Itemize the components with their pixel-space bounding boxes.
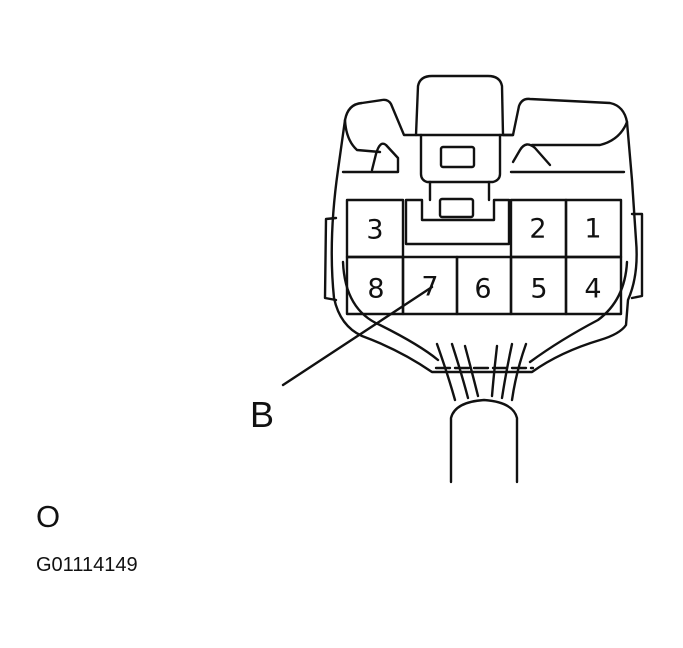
left-shoulder xyxy=(341,142,400,174)
pin-6-label: 6 xyxy=(474,274,491,305)
latch-window-lower xyxy=(438,197,475,219)
figure-code: G01114149 xyxy=(36,554,138,576)
latch-body xyxy=(419,133,502,184)
right-rim-curve xyxy=(530,120,629,147)
pin-1-label: 1 xyxy=(584,214,601,245)
right-side-tab xyxy=(630,212,644,300)
right-shoulder xyxy=(509,143,626,174)
lock-neck xyxy=(428,180,491,202)
pin-8-label: 8 xyxy=(367,274,384,305)
callout-label: B xyxy=(250,394,274,435)
view-label: O xyxy=(36,499,60,534)
callout-leader xyxy=(281,285,434,387)
pin-5-label: 5 xyxy=(530,274,547,305)
housing-inner-curve xyxy=(341,260,629,364)
pin-4-label: 4 xyxy=(584,274,601,305)
pin-cell xyxy=(564,255,623,316)
center-lock-block xyxy=(404,198,511,246)
pin-7-label: 7 xyxy=(421,272,438,303)
left-side-tab xyxy=(323,216,338,302)
latch-window-upper xyxy=(439,145,476,169)
left-rim-curve xyxy=(343,118,382,154)
cable-sheath xyxy=(449,398,519,484)
wire-bundle xyxy=(435,342,528,402)
pin-3-label: 3 xyxy=(366,215,383,246)
pin-2-label: 2 xyxy=(529,214,546,245)
